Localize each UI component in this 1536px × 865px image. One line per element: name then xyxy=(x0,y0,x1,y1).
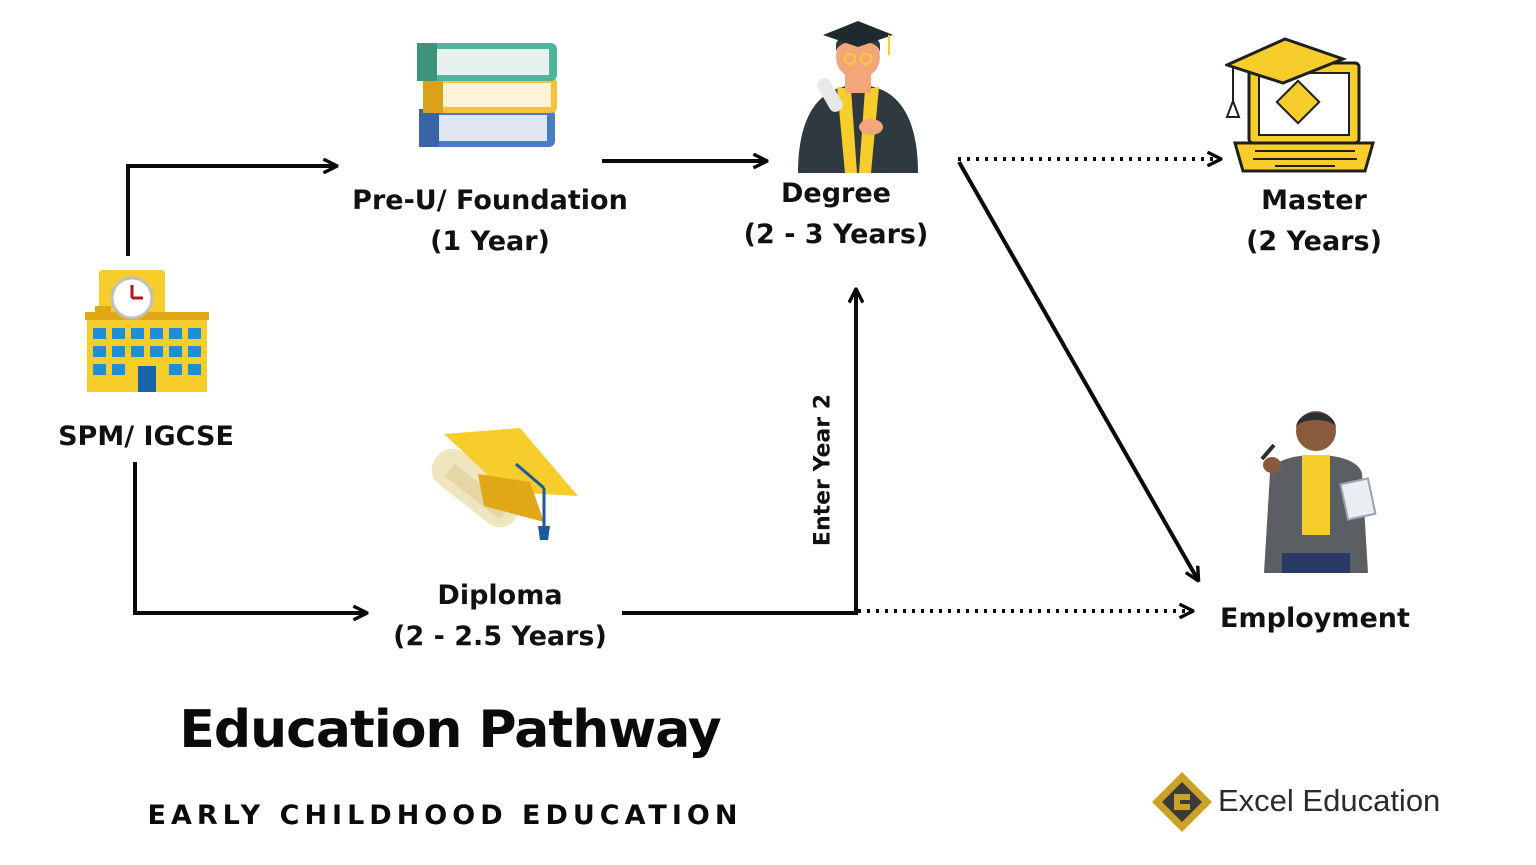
master-label: Master xyxy=(1261,185,1367,216)
arrow-spm-to-diploma xyxy=(133,462,366,613)
brand-name: Excel Education xyxy=(1218,783,1441,818)
diploma-duration: (2 - 2.5 Years) xyxy=(393,621,607,652)
preu-node-label: Pre-U/ Foundation (1 Year) xyxy=(340,180,640,262)
degree-label: Degree xyxy=(781,178,891,209)
diagram-subtitle: EARLY CHILDHOOD EDUCATION xyxy=(147,800,743,831)
degree-node-label: Degree (2 - 3 Years) xyxy=(726,173,946,255)
preu-duration: (1 Year) xyxy=(430,226,550,257)
diagram-title: Education Pathway xyxy=(179,700,721,760)
master-duration: (2 Years) xyxy=(1246,226,1382,257)
preu-label: Pre-U/ Foundation xyxy=(352,185,628,216)
arrow-degree-to-employment xyxy=(957,161,1198,580)
excel-education-logo-icon xyxy=(1152,772,1212,832)
arrow-spm-to-preu xyxy=(126,166,336,256)
laptop-mortarboard-icon xyxy=(1225,37,1375,173)
book-stack-icon xyxy=(417,43,557,147)
enter-year-2-label: Enter Year 2 xyxy=(810,393,836,547)
school-building-icon xyxy=(85,270,209,392)
professional-person-icon xyxy=(1260,411,1377,573)
diploma-node-label: Diploma (2 - 2.5 Years) xyxy=(380,575,620,657)
arrow-diploma-to-degree xyxy=(622,290,856,615)
graduation-cap-diploma-icon xyxy=(431,428,578,540)
degree-duration: (2 - 3 Years) xyxy=(743,219,929,250)
spm-label: SPM/ IGCSE xyxy=(58,421,234,452)
spm-node-label: SPM/ IGCSE xyxy=(46,416,246,457)
master-node-label: Master (2 Years) xyxy=(1214,180,1414,262)
graduate-icon xyxy=(798,21,918,173)
employment-label: Employment xyxy=(1220,603,1410,634)
diploma-label: Diploma xyxy=(437,580,563,611)
employment-node-label: Employment xyxy=(1200,598,1430,639)
